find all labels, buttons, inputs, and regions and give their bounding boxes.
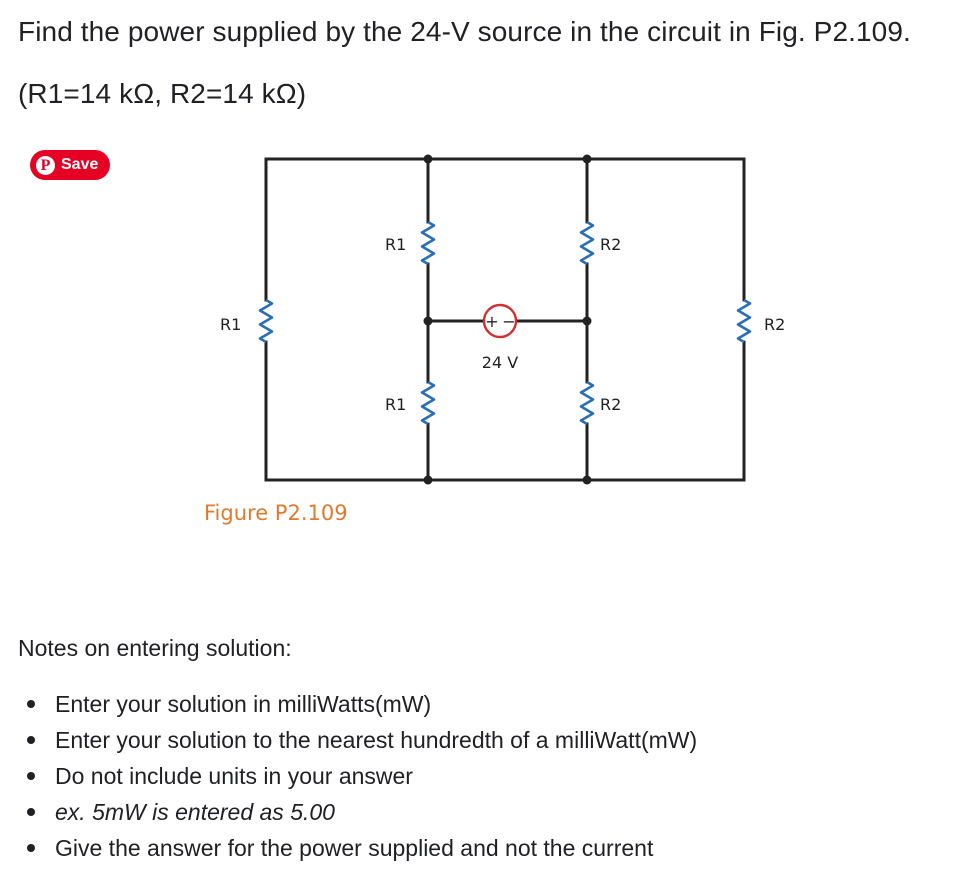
junction-dot xyxy=(582,475,592,485)
question-text-line-2: (R1=14 kΩ, R2=14 kΩ) xyxy=(18,78,307,109)
voltage-source-symbol xyxy=(482,303,518,339)
junction-dot xyxy=(423,475,433,485)
junction-dot xyxy=(582,316,592,326)
label-resistor-left-outer: R1 xyxy=(220,315,241,334)
notes-list-item: Do not include units in your answer xyxy=(0,758,697,794)
resistor-lower-middle-right xyxy=(579,380,595,426)
label-resistor-upper-middle-left: R1 xyxy=(385,235,406,254)
figure-caption: Figure P2.109 xyxy=(204,501,348,525)
resistor-left-outer xyxy=(258,298,274,344)
notes-list-item: ex. 5mW is entered as 5.00 xyxy=(0,794,697,830)
pinterest-save-button[interactable]: P Save xyxy=(30,150,111,180)
junction-dot xyxy=(582,154,592,164)
notes-list-item: Enter your solution to the nearest hundr… xyxy=(0,722,697,758)
circuit-wires xyxy=(264,157,746,482)
resistor-lower-middle-left xyxy=(420,380,436,426)
notes-title: Notes on entering solution: xyxy=(18,635,292,661)
junction-dot xyxy=(423,154,433,164)
pinterest-icon: P xyxy=(36,155,55,175)
save-button-label: Save xyxy=(61,156,99,173)
label-resistor-lower-middle-left: R1 xyxy=(385,395,406,414)
label-resistor-right-outer: R2 xyxy=(764,315,785,334)
component-labels: R1 R1 R1 R2 R2 R2 24 V xyxy=(220,235,785,414)
junction-dot xyxy=(423,316,433,326)
notes-list-item: Give the answer for the power supplied a… xyxy=(0,830,697,866)
label-resistor-lower-middle-right: R2 xyxy=(600,395,621,414)
question-text-line-1: Find the power supplied by the 24-V sour… xyxy=(18,16,911,47)
source-plus-sign: + xyxy=(485,312,498,331)
label-resistor-upper-middle-right: R2 xyxy=(600,235,621,254)
notes-list: Enter your solution in milliWatts(mW) En… xyxy=(0,686,697,866)
label-voltage-source: 24 V xyxy=(482,353,518,372)
notes-list-item: Enter your solution in milliWatts(mW) xyxy=(0,686,697,722)
resistor-upper-middle-left xyxy=(420,220,436,266)
resistor-upper-middle-right xyxy=(579,220,595,266)
voltage-source: + − xyxy=(482,303,518,339)
resistor-symbols xyxy=(258,220,752,426)
circuit-diagram: + − R1 R1 R1 R2 R2 R2 24 V xyxy=(220,154,785,485)
resistor-right-outer xyxy=(736,298,752,344)
source-minus-sign: − xyxy=(502,312,515,331)
junction-dots xyxy=(423,154,592,485)
